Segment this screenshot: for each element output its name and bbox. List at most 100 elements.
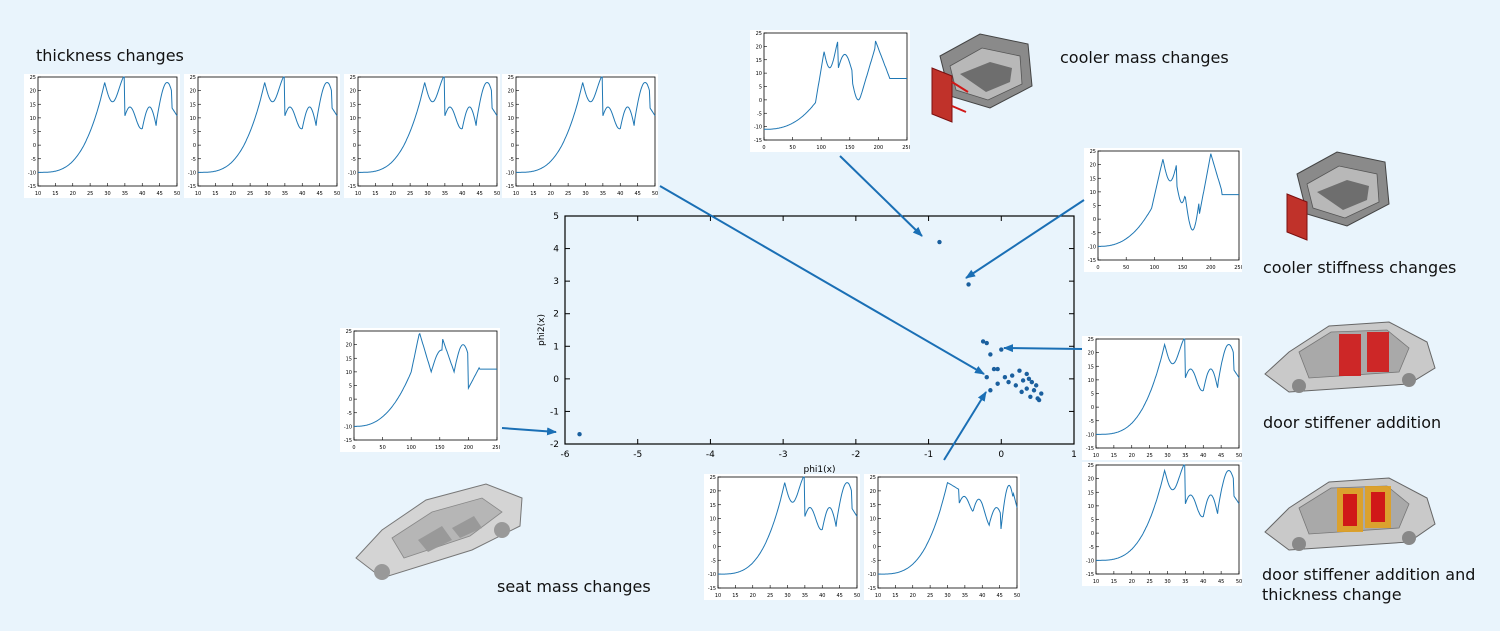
mini-y-tick-label: 0 [1093,217,1096,223]
mini-x-tick-label: 40 [819,593,825,599]
mini-x-tick-label: 40 [979,593,985,599]
mini-x-tick-label: 15 [892,593,898,599]
mini-y-tick-label: 15 [1088,490,1094,496]
scatter-point [1006,379,1011,385]
mini-y-tick-label: 20 [350,89,356,95]
mini-x-tick-label: 35 [802,593,808,599]
mini-x-tick-label: 10 [1093,579,1099,585]
mini-x-tick-label: 35 [442,191,448,197]
mini-x-tick-label: 10 [875,593,881,599]
y-tick-label: 1 [553,342,559,352]
mini-y-tick-label: 20 [508,89,514,95]
mini-x-tick-label: 20 [70,191,76,197]
mini-x-tick-label: 0 [762,145,765,151]
mini-y-tick-label: -15 [506,184,514,190]
mini-y-tick-label: 15 [350,102,356,108]
mini-y-tick-label: -10 [1088,244,1096,250]
mini-y-tick-label: 25 [30,75,36,81]
mini-chart-curve [1096,464,1240,561]
mini-x-tick-label: 20 [390,191,396,197]
mini-x-tick-label: 200 [464,445,474,451]
mini-y-tick-label: 20 [710,489,716,495]
mini-x-tick-label: 20 [1129,453,1135,459]
mini-x-tick-label: 50 [494,191,500,197]
mini-y-tick-label: 5 [353,130,356,136]
scatter-point [1009,373,1015,378]
scatter-point [995,366,1000,372]
mini-x-tick-label: 15 [732,593,738,599]
scatter-point [984,375,989,380]
mini-y-tick-label: 0 [353,143,356,149]
mini-x-tick-label: 50 [334,191,340,197]
mini-x-tick-label: 45 [634,191,640,197]
y-tick-label: -2 [550,440,559,450]
scatter-point [999,347,1004,352]
mini-y-tick-label: 10 [1088,504,1094,510]
mini-chart-curve [516,76,656,173]
mini-y-tick-label: -10 [1086,432,1094,438]
mini-x-tick-label: 150 [1178,265,1188,271]
mini-y-tick-label: -10 [506,170,514,176]
mini-x-tick-label: 20 [548,191,554,197]
thickness-changes-label: thickness changes [36,46,184,65]
mini-y-tick-label: 20 [190,89,196,95]
mini-x-tick-label: 50 [854,593,860,599]
mini-y-tick-label: 15 [346,356,352,362]
mini-y-tick-label: -10 [1086,558,1094,564]
mini-y-tick-label: -5 [347,411,352,417]
mini-x-tick-label: 150 [845,145,855,151]
mini-x-tick-label: 20 [230,191,236,197]
mini-x-tick-label: 45 [1218,453,1224,459]
mini-y-tick-label: 0 [873,544,876,550]
mini-x-tick-label: 40 [459,191,465,197]
mini-y-tick-label: 25 [870,475,876,481]
mini-x-tick-label: 15 [1111,453,1117,459]
mini-y-tick-label: -5 [871,558,876,564]
plot-frame [564,215,1075,445]
mini-chart-curve [38,76,178,173]
mini-y-tick-label: 10 [346,370,352,376]
mini-x-tick-label: 0 [352,445,355,451]
mini-x-tick-label: 35 [962,593,968,599]
mini-y-tick-label: -10 [868,572,876,578]
mini-x-tick-label: 40 [139,191,145,197]
scatter-point [1029,379,1035,385]
mini-x-tick-label: 50 [1014,593,1020,599]
x-axis-label: phi1(x) [804,465,836,475]
mini-x-tick-label: 35 [122,191,128,197]
mini-y-tick-label: 5 [1091,518,1094,524]
scatter-point [1036,397,1042,403]
mini-y-tick-label: 25 [1088,463,1094,469]
scatter-point [1033,383,1039,388]
mini-x-tick-label: 40 [299,191,305,197]
door-stiffener-thickness-label-line2: thickness change [1262,585,1402,604]
mini-y-tick-label: -15 [344,438,352,444]
mini-y-tick-label: 20 [30,89,36,95]
mini-x-tick-label: 50 [1123,265,1129,271]
mini-chart-curve [1096,338,1240,435]
mini-x-tick-label: 10 [513,191,519,197]
mini-y-tick-label: 0 [511,143,514,149]
mini-y-tick-label: -5 [191,157,196,163]
mini-x-tick-label: 30 [784,593,790,599]
mini-x-tick-label: 45 [476,191,482,197]
mini-y-tick-label: 10 [350,116,356,122]
mini-y-tick-label: 5 [873,531,876,537]
mini-y-tick-label: -15 [868,586,876,592]
mini-y-tick-label: 5 [1093,204,1096,210]
mini-x-tick-label: 150 [435,445,445,451]
mini-x-tick-label: 35 [600,191,606,197]
mini-y-tick-label: -15 [1086,446,1094,452]
scatter-point [1026,376,1032,382]
mini-x-tick-label: 50 [379,445,385,451]
mini-x-tick-label: 200 [874,145,884,151]
mini-x-tick-label: 15 [530,191,536,197]
mini-y-tick-label: -15 [754,138,762,144]
scatter-point [984,340,989,346]
y-tick-label: 3 [553,277,559,287]
mini-y-tick-label: -15 [188,184,196,190]
mini-x-tick-label: 10 [195,191,201,197]
mini-x-tick-label: 50 [1236,579,1242,585]
